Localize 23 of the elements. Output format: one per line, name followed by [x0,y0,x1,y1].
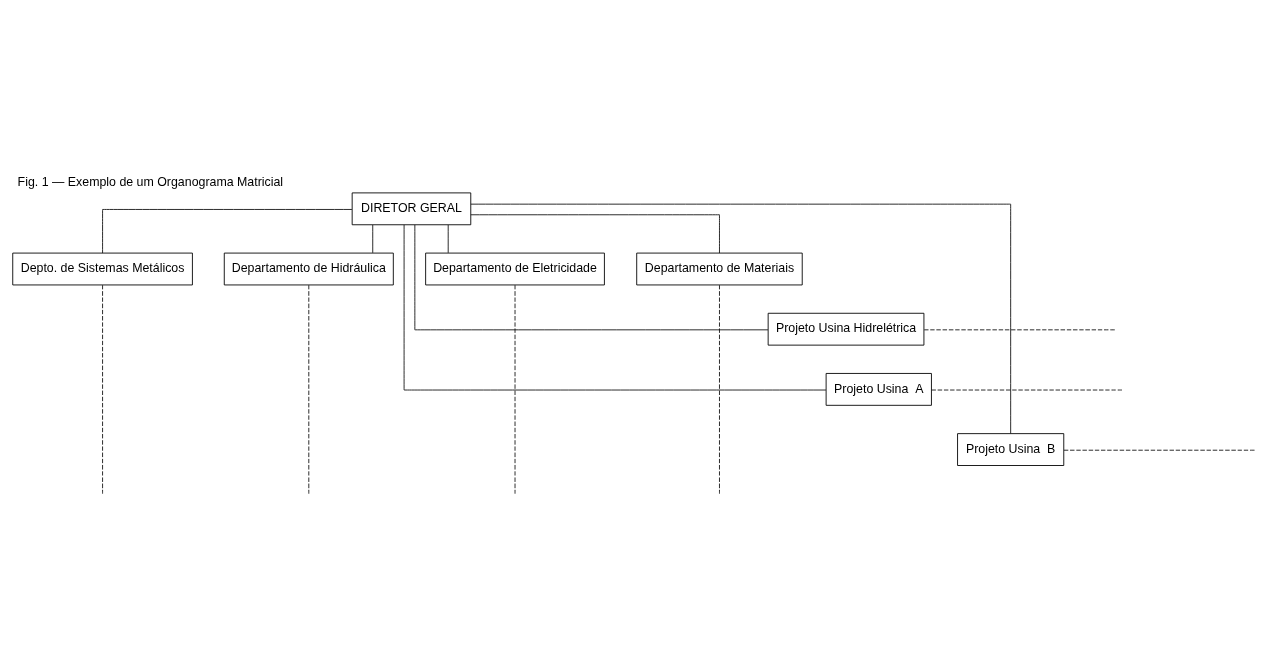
node-box: Projeto Usina B [957,433,1065,466]
connector [414,224,769,331]
connector [923,329,1116,331]
node-box: Departamento de Materiais [636,252,803,286]
node-box: Projeto Usina A [825,373,932,406]
connector [102,209,353,254]
connector [403,224,827,391]
connector [1063,449,1256,451]
connector [102,284,103,495]
connector [372,224,374,254]
connector [514,284,516,495]
connector [470,214,720,254]
connector [931,389,1123,391]
node-box: DIRETOR GERAL [351,192,472,226]
node-box: Depto. de Sistemas Metálicos [12,252,193,286]
node-box: Projeto Usina Hidrelétrica [767,312,925,346]
diagram-title: Fig. 1 — Exemplo de um Organograma Matricial [17,174,284,189]
node-box: Departamento de Eletricidade [425,252,605,286]
connector [308,284,310,495]
node-box: Departamento de Hidráulica [223,252,394,286]
connector [470,203,1012,434]
connector [447,224,449,254]
connector [719,284,720,495]
